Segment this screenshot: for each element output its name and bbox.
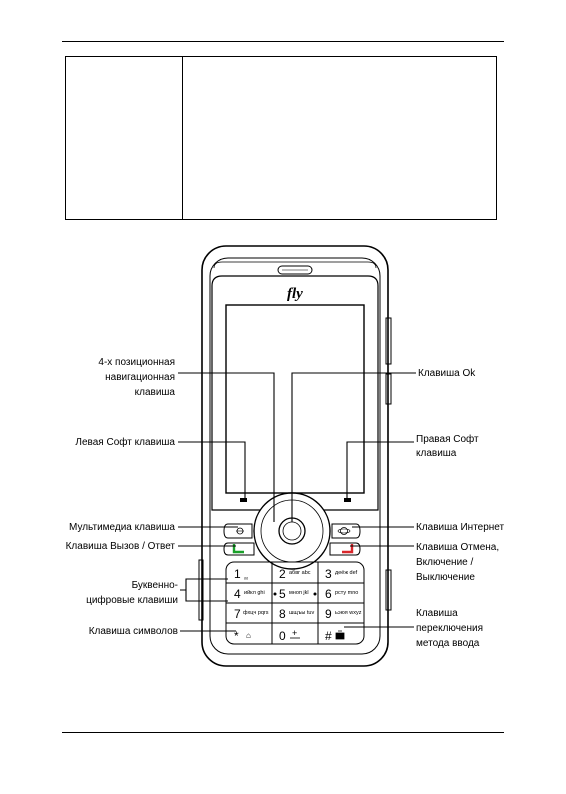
key-hash[interactable]: # [325, 629, 345, 643]
key-2[interactable]: 2 aбвг abc [279, 567, 311, 581]
key-3[interactable]: 3 деёж def [325, 567, 358, 581]
key-4[interactable]: 4 ийкл ghi [234, 587, 265, 601]
label-nav-key-3: клавиша [135, 387, 176, 398]
key-9[interactable]: 9 ьэюя wxyz [325, 607, 362, 621]
key-5[interactable]: 5 мноп jkl [273, 587, 317, 601]
label-nav-key-1: 4-х позиционная [98, 357, 175, 368]
svg-text:2: 2 [279, 567, 286, 581]
svg-text:7: 7 [234, 607, 241, 621]
call-icon [232, 544, 244, 554]
label-call: Клавиша Вызов / Ответ [66, 541, 176, 552]
svg-text:+: + [292, 628, 297, 638]
label-right-soft-1: Правая Софт [416, 433, 479, 445]
internet-key[interactable] [331, 523, 361, 539]
label-internet: Клавиша Интернет [416, 522, 505, 533]
key-8[interactable]: 8 шщъы tuv [279, 607, 314, 621]
label-alnum-2: цифровые клавиши [86, 594, 178, 606]
call-key[interactable] [223, 542, 255, 556]
svg-text:рстy mno: рстy mno [335, 590, 358, 596]
label-end-2: Включение / [416, 557, 473, 568]
label-input-method-3: метода ввода [416, 638, 480, 649]
key-star[interactable]: * ⌂ [234, 629, 251, 643]
callout-lines [178, 372, 416, 632]
label-right-soft-2: клавиша [416, 448, 457, 459]
label-input-method-1: Клавиша [416, 608, 458, 619]
label-end-3: Выключение [416, 572, 475, 583]
label-symbols: Клавиша символов [89, 626, 178, 637]
svg-text:4: 4 [234, 587, 241, 601]
keypad [225, 561, 365, 645]
key-1[interactable]: 1 ₒₒ [234, 567, 248, 581]
input-method-icon [335, 630, 345, 640]
end-key[interactable] [329, 542, 361, 556]
key-7[interactable]: 7 фхцч pqrs [234, 607, 269, 621]
svg-text:ₒₒ: ₒₒ [244, 575, 248, 581]
display-screen [225, 304, 365, 494]
svg-text:3: 3 [325, 567, 332, 581]
svg-text:деёж def: деёж def [335, 570, 358, 576]
info-table [65, 56, 497, 220]
end-icon [342, 544, 354, 554]
earpiece [277, 265, 313, 275]
label-end-1: Клавиша Отмена, [416, 542, 499, 553]
label-alnum-1: Буквенно- [132, 580, 178, 591]
svg-text:ьэюя wxyz: ьэюя wxyz [335, 610, 362, 616]
svg-text:*: * [234, 629, 239, 643]
svg-text:9: 9 [325, 607, 332, 621]
svg-text:6: 6 [325, 587, 332, 601]
label-nav-key-2: навигационная [105, 372, 175, 383]
brand-logo: fly [287, 286, 303, 302]
svg-text:0: 0 [279, 629, 286, 643]
key-0[interactable]: 0 + [279, 628, 300, 643]
svg-text:1: 1 [234, 567, 241, 581]
label-input-method-2: переключения [416, 623, 483, 634]
svg-text:ийкл ghi: ийкл ghi [244, 589, 265, 596]
globe-icon [340, 527, 348, 535]
label-ok-key: Клавиша Ok [418, 368, 476, 379]
svg-text:#: # [325, 629, 332, 643]
label-multimedia: Мультимедиа клавиша [69, 522, 175, 533]
svg-text:5: 5 [279, 587, 286, 601]
phone-body [198, 245, 392, 667]
svg-text:мноп jkl: мноп jkl [289, 590, 309, 596]
key-6[interactable]: 6 рстy mno [325, 587, 358, 601]
header-rule [62, 41, 504, 42]
svg-text:шщъы tuv: шщъы tuv [289, 610, 314, 616]
table-column-divider [182, 57, 183, 219]
svg-text:8: 8 [279, 607, 286, 621]
svg-text:⌂: ⌂ [246, 631, 251, 640]
footer-rule [62, 732, 504, 733]
svg-text:фхцч pqrs: фхцч pqrs [243, 610, 269, 616]
multimedia-key[interactable] [223, 523, 253, 539]
svg-text:aбвг abc: aбвг abc [289, 570, 311, 576]
label-left-soft: Левая Софт клавиша [75, 436, 175, 448]
